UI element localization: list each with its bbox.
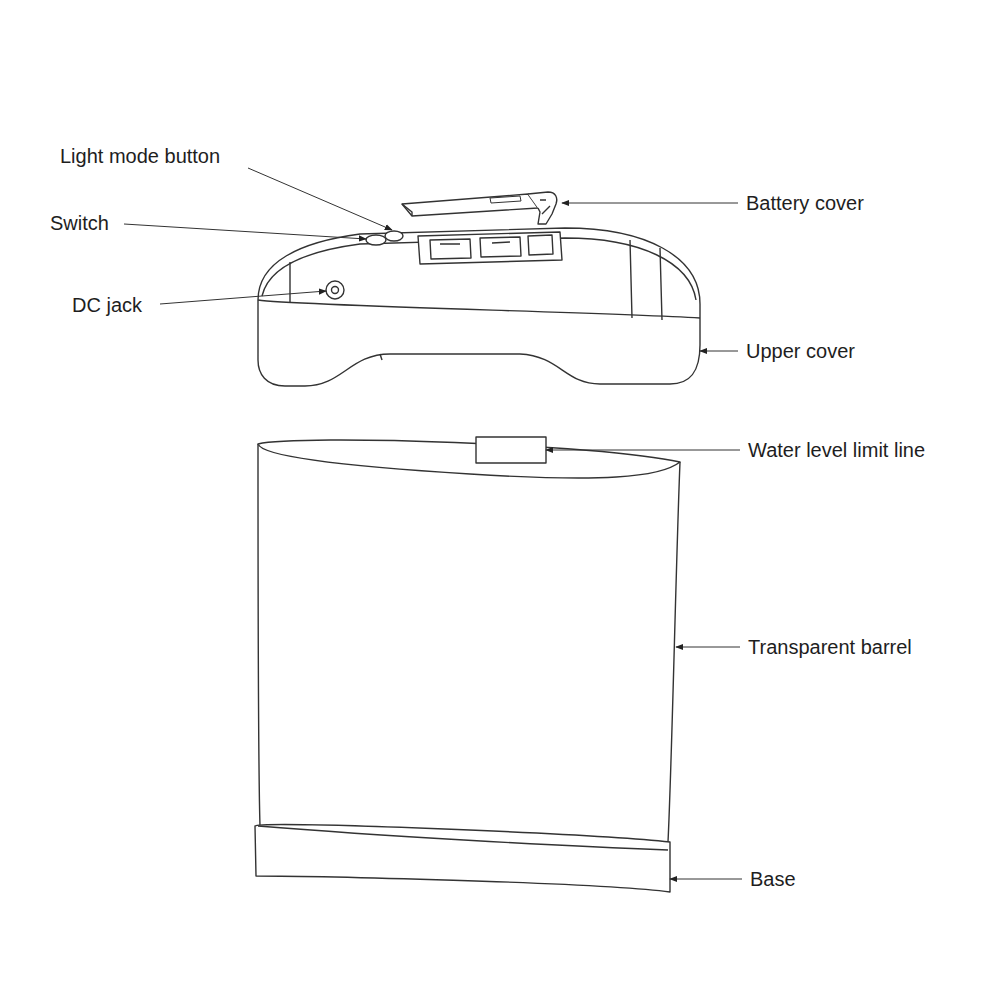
leader-line bbox=[546, 450, 740, 451]
part-label: Light mode button bbox=[60, 144, 220, 168]
leader-line bbox=[676, 647, 740, 648]
leader-line bbox=[248, 168, 392, 230]
barrel-drawing bbox=[258, 437, 680, 842]
leader-line bbox=[670, 879, 742, 880]
part-label: Water level limit line bbox=[748, 438, 925, 462]
part-label: Upper cover bbox=[746, 339, 855, 363]
part-label: Transparent barrel bbox=[748, 635, 912, 659]
leader-line bbox=[124, 224, 366, 239]
leader-line bbox=[700, 351, 738, 352]
leader-line bbox=[562, 203, 738, 204]
base-drawing bbox=[255, 825, 670, 892]
part-label: Switch bbox=[50, 211, 109, 235]
part-label: Battery cover bbox=[746, 191, 864, 215]
battery-cover-drawing bbox=[402, 192, 557, 224]
leader-line bbox=[160, 291, 326, 304]
leader-lines bbox=[124, 168, 742, 879]
upper-cover-drawing bbox=[258, 228, 700, 386]
part-label: Base bbox=[750, 867, 796, 891]
part-label: DC jack bbox=[72, 293, 142, 317]
